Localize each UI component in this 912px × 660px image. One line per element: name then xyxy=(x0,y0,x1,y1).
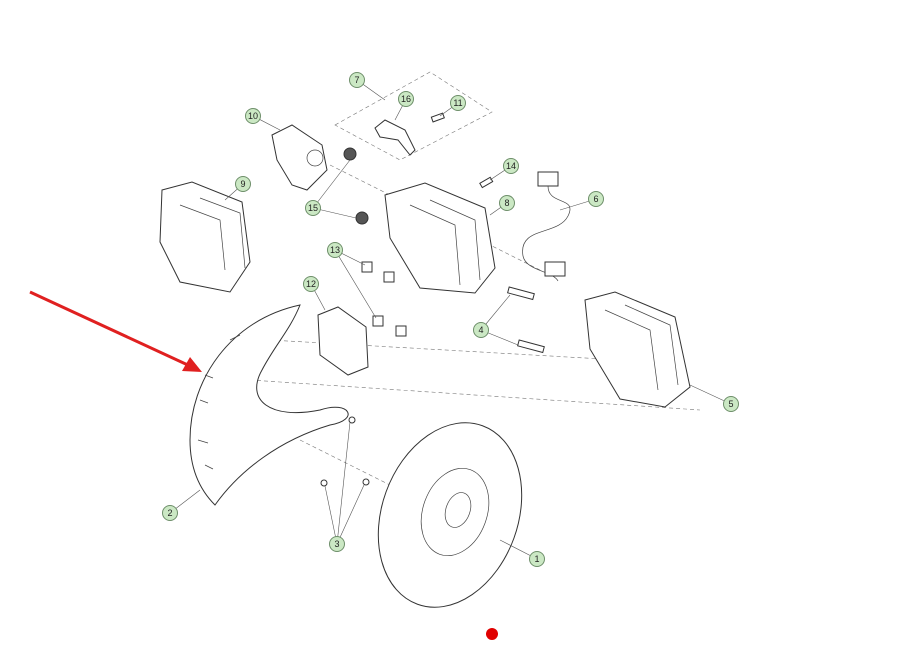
red-dot-marker xyxy=(486,628,498,640)
bushing[interactable] xyxy=(355,211,369,225)
callout-16[interactable]: 16 xyxy=(398,91,414,107)
sensor-connector[interactable] xyxy=(537,171,559,187)
callout-2[interactable]: 2 xyxy=(162,505,178,521)
brake-pads[interactable] xyxy=(317,306,369,376)
callout-5[interactable]: 5 xyxy=(723,396,739,412)
callout-4[interactable]: 4 xyxy=(473,322,489,338)
callout-7[interactable]: 7 xyxy=(349,72,365,88)
callout-15[interactable]: 15 xyxy=(305,200,321,216)
callout-1[interactable]: 1 xyxy=(529,551,545,567)
caliper-bolt[interactable] xyxy=(507,286,535,301)
splash-shield[interactable] xyxy=(189,304,349,506)
caliper-right[interactable] xyxy=(584,291,691,408)
shield-bolt[interactable] xyxy=(348,416,356,424)
callout-9[interactable]: 9 xyxy=(235,176,251,192)
red-arrow-indicator xyxy=(29,290,202,372)
callout-14[interactable]: 14 xyxy=(503,158,519,174)
callout-12[interactable]: 12 xyxy=(303,276,319,292)
bushing[interactable] xyxy=(343,147,357,161)
sensor-plug[interactable] xyxy=(544,261,566,277)
callout-13[interactable]: 13 xyxy=(327,242,343,258)
callout-11[interactable]: 11 xyxy=(450,95,466,111)
callout-3[interactable]: 3 xyxy=(329,536,345,552)
callout-10[interactable]: 10 xyxy=(245,108,261,124)
pad-clip[interactable] xyxy=(372,315,384,327)
callout-8[interactable]: 8 xyxy=(499,195,515,211)
caliper-left[interactable] xyxy=(159,181,251,293)
shield-bolt[interactable] xyxy=(362,478,370,486)
bleed-screw[interactable] xyxy=(479,176,494,189)
sensor-wire[interactable] xyxy=(522,185,571,282)
bracket-kit-box xyxy=(334,71,493,161)
caliper-carrier[interactable] xyxy=(271,124,328,191)
pad-clip[interactable] xyxy=(383,271,395,283)
pad-clip[interactable] xyxy=(395,325,407,337)
caliper-center[interactable] xyxy=(384,182,496,294)
brake-disc[interactable] xyxy=(354,402,547,627)
pad-clip[interactable] xyxy=(361,261,373,273)
caliper-bolt[interactable] xyxy=(517,339,545,354)
shield-bolt[interactable] xyxy=(320,479,328,487)
hose-bracket[interactable] xyxy=(374,119,416,156)
callout-6[interactable]: 6 xyxy=(588,191,604,207)
